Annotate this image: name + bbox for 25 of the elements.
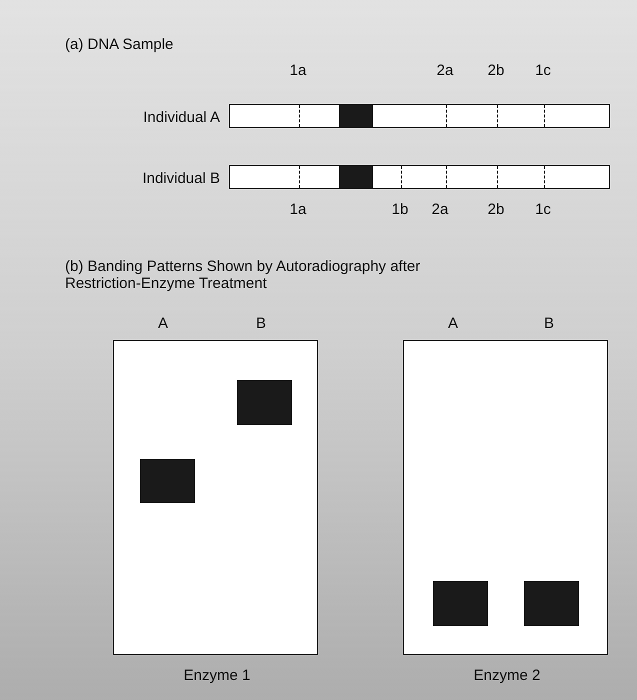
dna-band [237,380,292,425]
cut-site-label: 2a [436,62,454,79]
probe-region [339,104,373,128]
row-label: Individual B [141,169,220,189]
lane-label: A [158,314,168,334]
cut-site-label: 1c [535,201,551,218]
section-heading: (b) Banding Patterns Shown by Autoradiography after Restriction-Enzyme Treatment [65,258,422,292]
cut-site-label: 1b [392,201,408,218]
lane-label: B [256,314,266,334]
section-heading: (a) DNA Sample [65,36,174,53]
cut-site-label: 1c [535,62,551,79]
panel-caption: Enzyme 1 [184,666,250,686]
dna-band [524,581,579,626]
cut-site-label: 1a [290,201,306,218]
panel-caption: Enzyme 2 [474,666,540,686]
cut-site-label: 2a [432,201,448,218]
dna-band [140,459,195,503]
lane-label: A [448,314,458,334]
lane-label: B [544,314,554,334]
cut-site-label: 1a [290,62,306,79]
cut-site-label: 2b [488,62,504,79]
row-label: Individual A [142,108,220,128]
cut-site-label: 2b [488,201,504,218]
probe-region [339,165,373,189]
dna-band [433,581,488,626]
